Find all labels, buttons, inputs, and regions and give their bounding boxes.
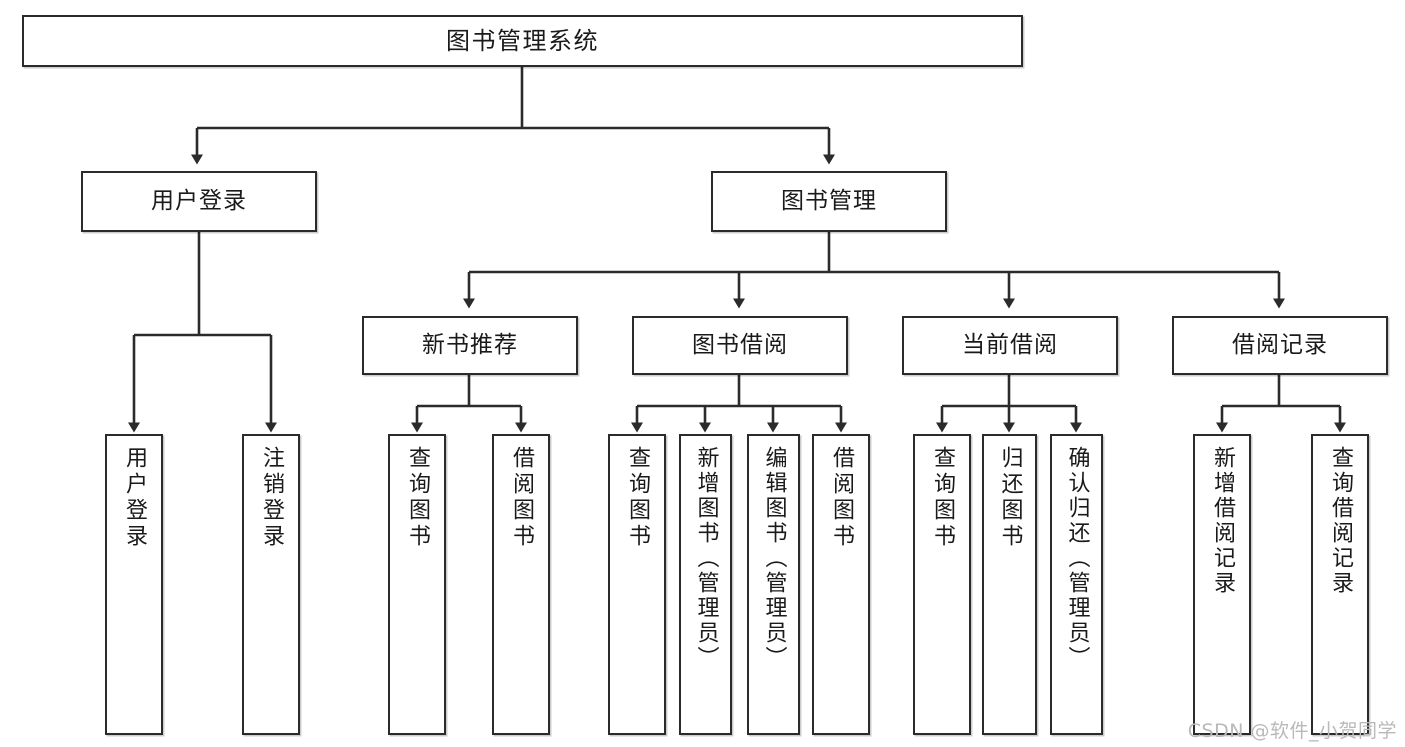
node-leaf-query-book-2-label: 查询图书 xyxy=(625,446,650,550)
node-leaf-query-book-1[interactable]: 查询图书 xyxy=(388,434,446,735)
node-user-login[interactable]: 用户登录 xyxy=(81,171,317,232)
node-leaf-query-book-3[interactable]: 查询图书 xyxy=(913,434,971,735)
node-book-mgmt[interactable]: 图书管理 xyxy=(711,171,947,232)
node-book-borrow-label: 图书借阅 xyxy=(692,331,788,358)
node-new-book-rec[interactable]: 新书推荐 xyxy=(362,316,578,375)
node-leaf-query-book-1-label: 查询图书 xyxy=(405,446,430,550)
node-leaf-user-logout-label: 注销登录 xyxy=(259,446,284,550)
node-leaf-confirm-return[interactable]: 确认归还（管理员） xyxy=(1050,434,1103,735)
node-leaf-add-book-label: 新增图书（管理员） xyxy=(693,446,719,671)
node-leaf-query-record-label: 查询借阅记录 xyxy=(1328,446,1353,596)
node-root[interactable]: 图书管理系统 xyxy=(22,15,1023,67)
node-leaf-return-book[interactable]: 归还图书 xyxy=(982,434,1037,735)
node-leaf-user-login-label: 用户登录 xyxy=(122,446,147,550)
node-book-borrow[interactable]: 图书借阅 xyxy=(632,316,848,375)
node-borrow-record-label: 借阅记录 xyxy=(1232,331,1328,358)
watermark-text: CSDN @软件_小贺同学 xyxy=(1187,720,1397,742)
node-leaf-borrow-book-2-label: 借阅图书 xyxy=(829,446,854,550)
node-leaf-edit-book[interactable]: 编辑图书（管理员） xyxy=(747,434,800,735)
node-current-borrow[interactable]: 当前借阅 xyxy=(902,316,1118,375)
node-leaf-query-book-3-label: 查询图书 xyxy=(930,446,955,550)
node-user-login-label: 用户登录 xyxy=(151,187,247,214)
node-leaf-borrow-book-1[interactable]: 借阅图书 xyxy=(492,434,550,735)
node-borrow-record[interactable]: 借阅记录 xyxy=(1172,316,1388,375)
node-new-book-rec-label: 新书推荐 xyxy=(422,331,518,358)
node-leaf-query-record[interactable]: 查询借阅记录 xyxy=(1311,434,1369,735)
node-leaf-user-login[interactable]: 用户登录 xyxy=(105,434,163,735)
node-leaf-add-record-label: 新增借阅记录 xyxy=(1210,446,1235,596)
node-leaf-add-record[interactable]: 新增借阅记录 xyxy=(1193,434,1251,735)
node-current-borrow-label: 当前借阅 xyxy=(962,331,1058,358)
node-leaf-borrow-book-2[interactable]: 借阅图书 xyxy=(812,434,870,735)
node-leaf-borrow-book-1-label: 借阅图书 xyxy=(509,446,534,550)
node-leaf-confirm-return-label: 确认归还（管理员） xyxy=(1064,446,1090,671)
node-leaf-edit-book-label: 编辑图书（管理员） xyxy=(761,446,787,671)
node-leaf-user-logout[interactable]: 注销登录 xyxy=(242,434,300,735)
node-leaf-query-book-2[interactable]: 查询图书 xyxy=(608,434,666,735)
node-leaf-add-book[interactable]: 新增图书（管理员） xyxy=(679,434,732,735)
node-root-label: 图书管理系统 xyxy=(446,26,599,55)
node-leaf-return-book-label: 归还图书 xyxy=(997,446,1023,550)
node-book-mgmt-label: 图书管理 xyxy=(781,187,877,214)
